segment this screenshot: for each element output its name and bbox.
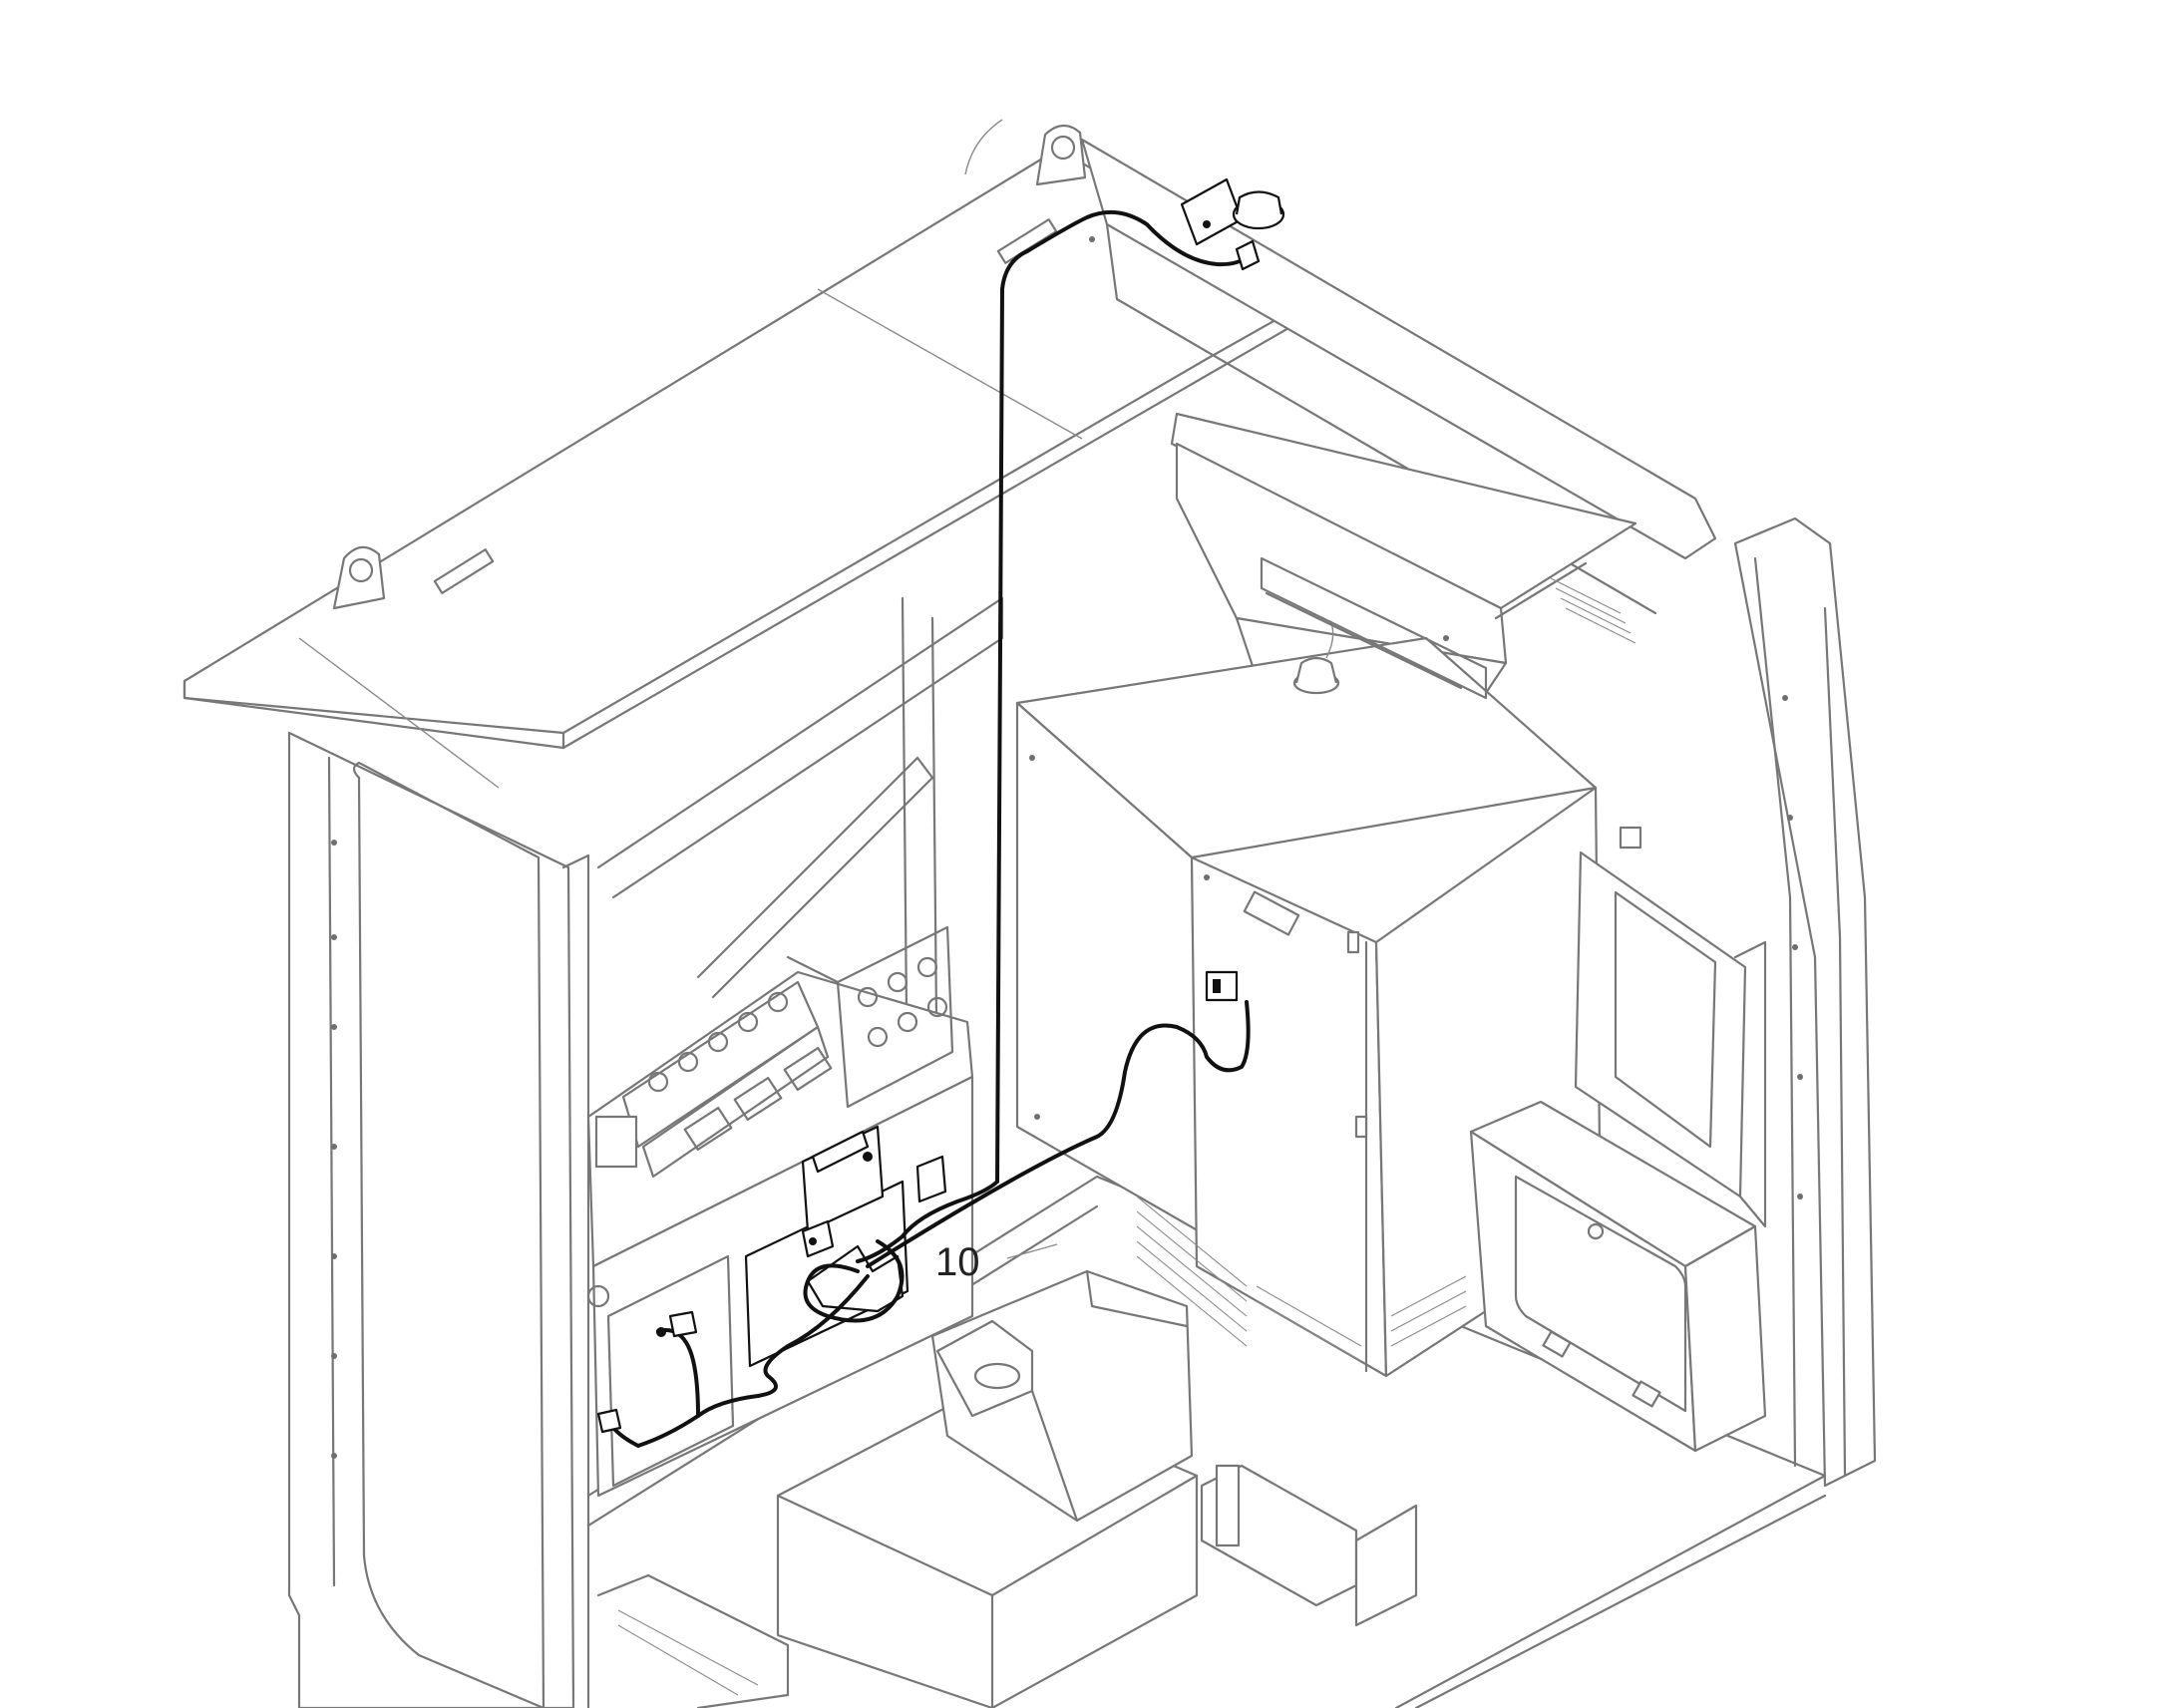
- front-control-console: [586, 925, 974, 1498]
- callout-10: 10: [935, 1240, 1058, 1284]
- right-side-box: [1574, 826, 1767, 1228]
- harness-lower-branch: [636, 1274, 870, 1448]
- floor-bracket: [1200, 1464, 1418, 1627]
- lifting-eye-front: [332, 545, 386, 610]
- seat-base: [776, 1269, 1199, 1708]
- rear-window: [1260, 556, 1488, 700]
- harness-cabinet-branch: [866, 1000, 1251, 1268]
- rear-right-post: [1733, 516, 1877, 1488]
- cab-structure: [182, 119, 1877, 1708]
- wiring-harness: [596, 209, 1261, 1448]
- callout-label-10: 10: [935, 1240, 980, 1284]
- lifting-eye-rear: [1035, 124, 1087, 186]
- harness-main-run: [995, 209, 1249, 1184]
- roof-beacon-assembly: [1180, 177, 1285, 246]
- floor-vent-left: [596, 1573, 790, 1708]
- rear-right-control-box: [1469, 1100, 1767, 1453]
- cabinet-top-light: [1292, 622, 1340, 695]
- rear-roof-beam: [1080, 138, 1717, 560]
- cabinet-vent-grille: [1136, 1196, 1467, 1362]
